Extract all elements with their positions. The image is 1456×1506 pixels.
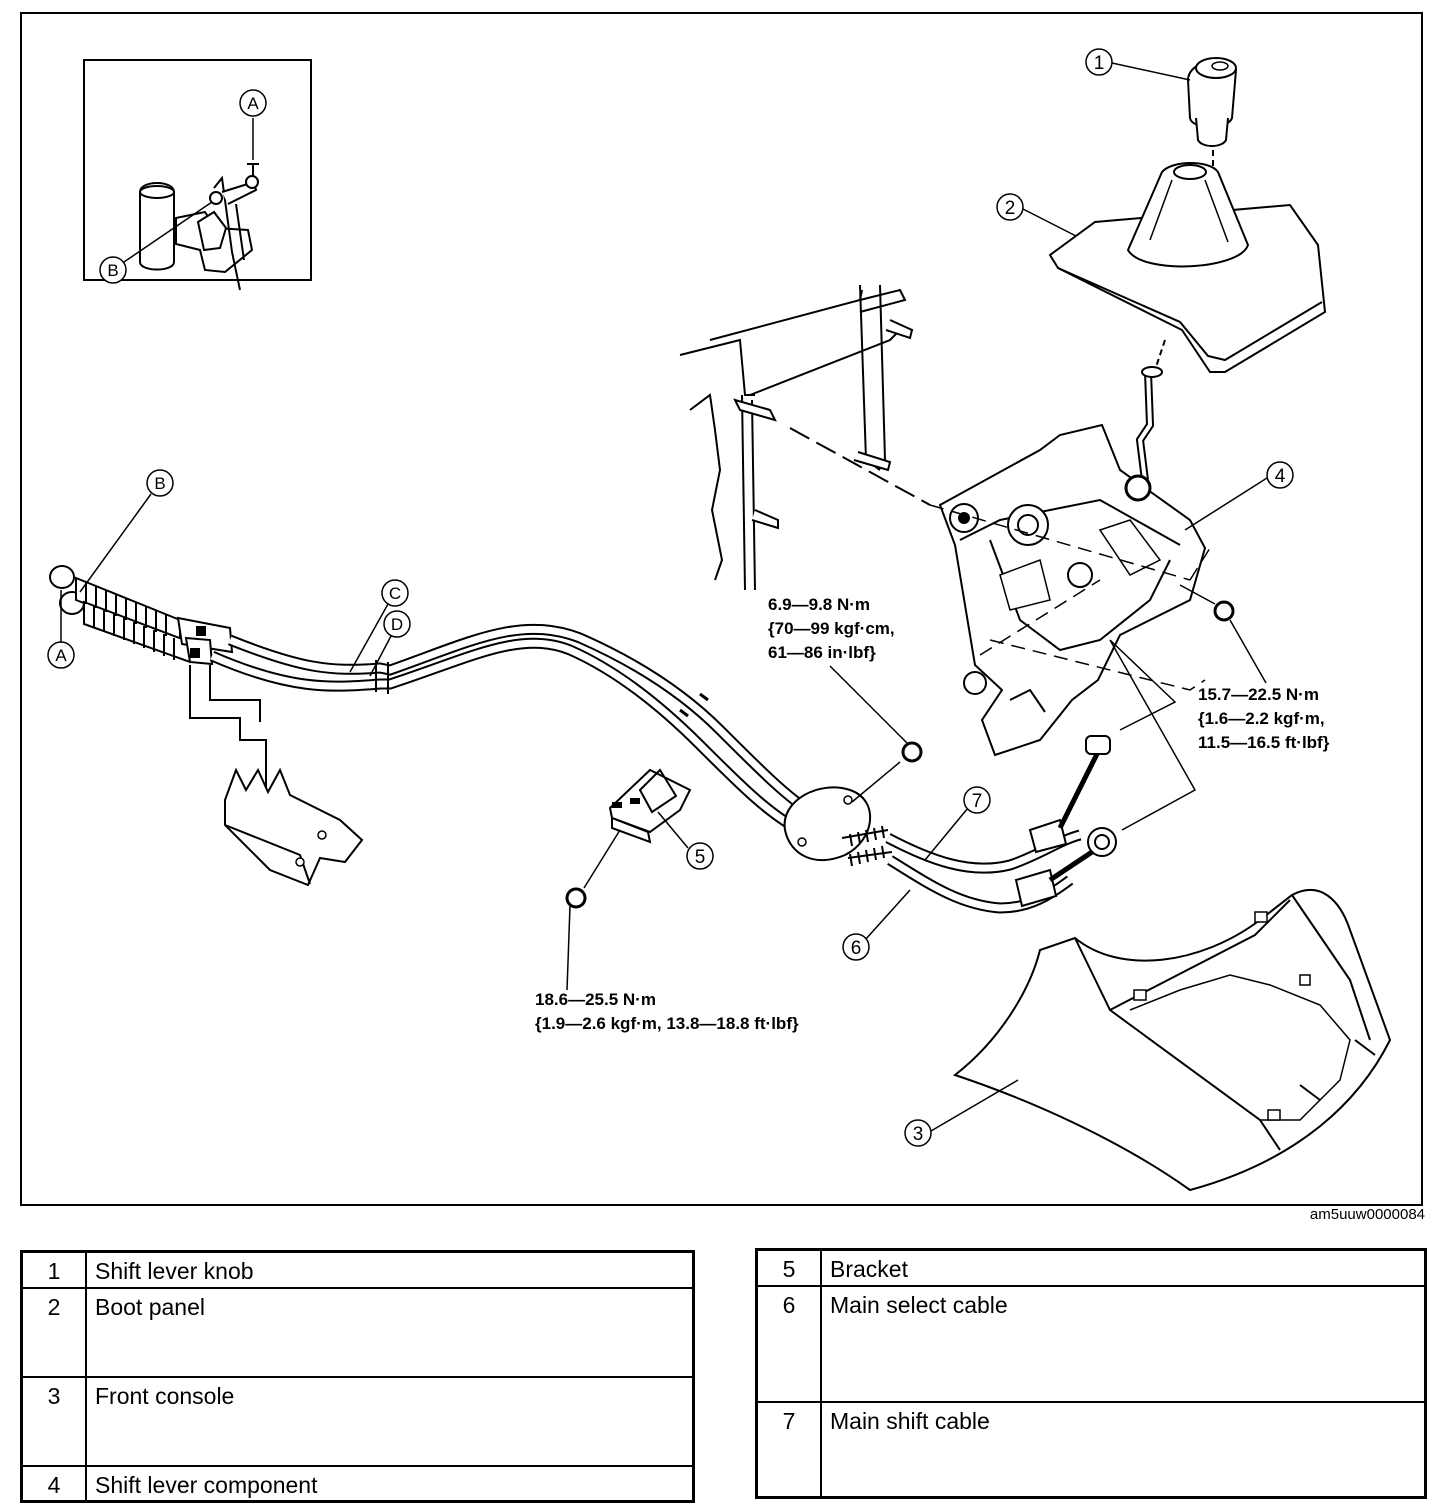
letter-c-main-text: C	[389, 584, 401, 603]
callout-2-number: 2	[1005, 198, 1016, 219]
table-row: 4 Shift lever component	[20, 1464, 695, 1503]
boot-panel	[1048, 162, 1327, 373]
letter-a-inset	[239, 89, 267, 117]
parts-table-left: 1 Shift lever knob 2 Boot panel 3 Front …	[20, 1250, 695, 1503]
part-number: 1	[20, 1250, 87, 1289]
front-console	[952, 889, 1392, 1192]
letter-d-main-text: D	[391, 615, 403, 634]
callout-6-number: 6	[851, 938, 862, 959]
letter-b-inset-text: B	[107, 261, 118, 280]
letter-a-inset-text: A	[247, 94, 259, 113]
inset-detail: A B	[83, 59, 312, 291]
table-row: 3 Front console	[20, 1375, 695, 1467]
svg-text:18.6—25.5 N·m: 18.6—25.5 N·m	[535, 990, 656, 1009]
diagram-frame	[20, 12, 1423, 1206]
callout-4-number: 4	[1275, 466, 1286, 487]
table-row: 5 Bracket	[755, 1248, 1427, 1287]
part-name: Main select cable	[820, 1284, 1427, 1403]
part-name: Bracket	[820, 1248, 1427, 1287]
letter-b-main: B	[79, 469, 174, 593]
part-number: 4	[20, 1464, 87, 1503]
callout-2: 2	[996, 193, 1077, 237]
part-number: 3	[20, 1375, 87, 1467]
svg-text:61—86 in·lbf}: 61—86 in·lbf}	[768, 643, 876, 662]
letter-a-main-text: A	[55, 646, 67, 665]
cable-end-bracket	[189, 665, 364, 887]
letter-d-main: D	[369, 610, 411, 677]
svg-text:{70—99 kgf·cm,: {70—99 kgf·cm,	[768, 619, 895, 638]
callout-3: 3	[904, 1079, 1019, 1147]
callout-7: 7	[924, 786, 991, 861]
callout-5: 5	[657, 811, 714, 870]
letter-a-main: A	[47, 590, 75, 669]
bracket	[565, 768, 692, 909]
figure-id-code: am5uuw0000084	[1309, 1206, 1425, 1223]
callout-4: 4	[1184, 461, 1294, 531]
cable-assembly	[49, 565, 1117, 914]
part-number: 7	[755, 1400, 822, 1499]
part-name: Shift lever knob	[85, 1250, 695, 1289]
callout-1-number: 1	[1094, 53, 1105, 74]
letter-b-main-text: B	[154, 474, 165, 493]
part-number: 6	[755, 1284, 822, 1403]
part-name: Main shift cable	[820, 1400, 1427, 1499]
callout-1: 1	[1085, 48, 1191, 81]
part-number: 5	[755, 1248, 822, 1287]
table-row: 1 Shift lever knob	[20, 1250, 695, 1289]
part-name: Boot panel	[85, 1286, 695, 1378]
letter-b-inset	[99, 256, 127, 284]
table-row: 6 Main select cable	[755, 1284, 1427, 1403]
torque-spec-cable-bracket: 6.9—9.8 N·m {70—99 kgf·cm, 61—86 in·lbf}	[768, 595, 909, 745]
callout-6: 6	[842, 889, 911, 961]
part-name: Shift lever component	[85, 1464, 695, 1503]
part-number: 2	[20, 1286, 87, 1378]
table-row: 7 Main shift cable	[755, 1400, 1427, 1499]
callout-3-number: 3	[913, 1124, 924, 1145]
body-frame	[679, 284, 931, 591]
shift-lever-component	[929, 366, 1235, 831]
svg-text:{1.9—2.6 kgf·m, 13.8—18.8 ft·l: {1.9—2.6 kgf·m, 13.8—18.8 ft·lbf}	[535, 1014, 799, 1033]
torque-spec-shift-lever: 15.7—22.5 N·m {1.6—2.2 kgf·m, 11.5—16.5 …	[1198, 619, 1330, 752]
letter-c-main: C	[349, 579, 409, 673]
callout-5-number: 5	[695, 847, 706, 868]
svg-text:6.9—9.8 N·m: 6.9—9.8 N·m	[768, 595, 870, 614]
svg-text:{1.6—2.2 kgf·m,: {1.6—2.2 kgf·m,	[1198, 709, 1325, 728]
parts-table-right: 5 Bracket 6 Main select cable 7 Main shi…	[755, 1248, 1427, 1499]
part-name: Front console	[85, 1375, 695, 1467]
exploded-view-diagram: A B	[20, 12, 1423, 1206]
callout-7-number: 7	[972, 791, 983, 812]
svg-text:11.5—16.5 ft·lbf}: 11.5—16.5 ft·lbf}	[1198, 733, 1330, 752]
torque-spec-bracket-bolt: 18.6—25.5 N·m {1.9—2.6 kgf·m, 13.8—18.8 …	[535, 905, 799, 1033]
shift-lever-knob	[1186, 57, 1238, 168]
grommet-nut	[901, 741, 923, 763]
table-row: 2 Boot panel	[20, 1286, 695, 1378]
svg-text:15.7—22.5 N·m: 15.7—22.5 N·m	[1198, 685, 1319, 704]
